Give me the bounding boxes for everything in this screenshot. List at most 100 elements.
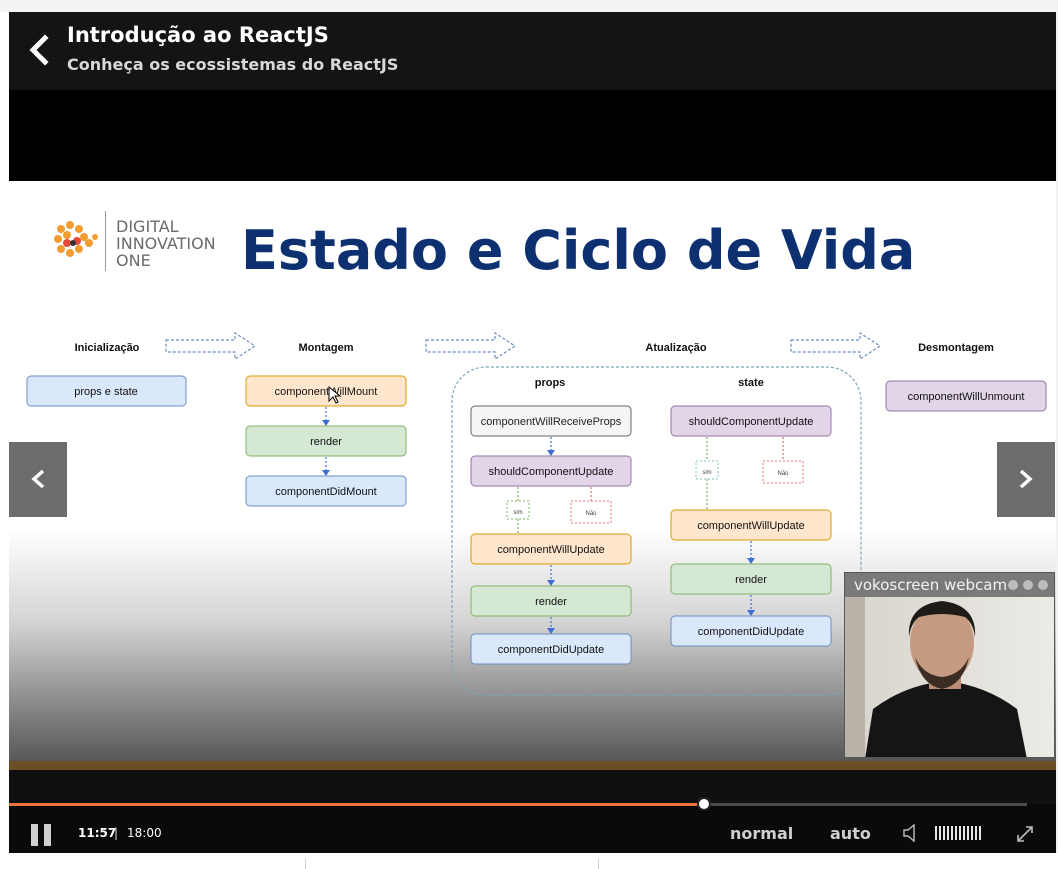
mouse-cursor <box>328 385 342 404</box>
props-box-label: render <box>535 596 567 608</box>
webcam-video <box>845 597 1054 757</box>
mount-box-label: componentDidMount <box>275 486 377 498</box>
phase-arrow <box>165 331 257 361</box>
no-branch <box>762 460 804 484</box>
init-box-label: props e state <box>74 386 138 398</box>
volume-level-bar <box>975 826 977 840</box>
volume-level-bars <box>935 826 981 840</box>
volume-level-bar <box>971 826 973 840</box>
total-duration: 18:00 <box>127 826 162 840</box>
unmount-box <box>885 380 1047 412</box>
volume-button[interactable] <box>902 823 920 843</box>
fullscreen-button[interactable] <box>1015 824 1035 844</box>
lesson-title: Conheça os ecossistemas do ReactJS <box>67 55 399 74</box>
back-icon <box>29 34 49 66</box>
chevron-left-icon <box>31 469 45 489</box>
brand-line: ONE <box>116 251 151 270</box>
bottom-divider <box>598 858 599 869</box>
mount-box <box>245 375 407 407</box>
props-box <box>470 405 632 437</box>
no-label: Não <box>585 511 597 517</box>
bottom-divider <box>305 858 306 869</box>
digital-innovation-one-logo <box>54 221 98 257</box>
volume-level-bar <box>939 826 941 840</box>
props-box-label: componentWillReceiveProps <box>481 416 622 428</box>
phase-arrow <box>425 331 517 361</box>
back-button[interactable] <box>23 30 57 70</box>
page-bottom-strip <box>0 853 1058 869</box>
fullscreen-icon <box>1017 826 1033 842</box>
yes-label: sim <box>513 510 522 516</box>
person-torso <box>865 681 1027 757</box>
player-header: Introdução ao ReactJS Conheça os ecossis… <box>9 12 1056 90</box>
props-label: props <box>535 377 566 389</box>
init-box <box>26 375 187 407</box>
pause-icon <box>31 824 38 846</box>
course-title: Introdução ao ReactJS <box>67 23 329 47</box>
control-bar <box>9 804 1056 853</box>
state-box-label: componentWillUpdate <box>697 520 805 532</box>
lifecycle-diagram: Inicialização Montagem Atualização Desmo… <box>26 331 1047 696</box>
previous-slide-button[interactable] <box>9 442 67 517</box>
volume-level-bar <box>947 826 949 840</box>
brand-line: DIGITAL <box>116 217 179 236</box>
volume-level-bar <box>955 826 957 840</box>
mount-box-label: componentWillMount <box>275 386 378 398</box>
state-box-label: shouldComponentUpdate <box>689 416 814 428</box>
person-face <box>910 603 974 683</box>
webcam-title: vokoscreen webcam <box>854 576 1008 594</box>
logo-divider <box>105 211 106 271</box>
progress-fill <box>9 803 704 806</box>
video-bottom-border <box>9 761 1056 770</box>
slide-title: Estado e Ciclo de Vida <box>241 219 916 282</box>
yes-label: sim <box>702 470 711 476</box>
volume-icon <box>903 823 915 843</box>
volume-slider[interactable] <box>935 825 985 841</box>
next-slide-button[interactable] <box>997 442 1055 517</box>
volume-level-bar <box>951 826 953 840</box>
unmount-box-label: componentWillUnmount <box>908 391 1025 403</box>
volume-level-bar <box>967 826 969 840</box>
phase-arrow <box>790 331 882 361</box>
state-box-label: render <box>735 574 767 586</box>
video-letterbox <box>9 770 1056 804</box>
mount-box-label: render <box>310 436 342 448</box>
webcam-close-button[interactable] <box>1038 580 1048 590</box>
props-box <box>470 533 632 565</box>
state-label: state <box>738 377 764 389</box>
phase-label-mount: Montagem <box>299 342 354 354</box>
webcam-titlebar: vokoscreen webcam <box>845 573 1054 597</box>
props-box-label: componentWillUpdate <box>497 544 605 556</box>
state-box <box>670 405 832 437</box>
brand-name: DIGITAL INNOVATION ONE <box>116 218 216 269</box>
props-box-label: componentDidUpdate <box>498 644 604 656</box>
volume-level-bar <box>963 826 965 840</box>
volume-level-bar <box>943 826 945 840</box>
phase-label-update: Atualização <box>645 342 706 354</box>
quality-button[interactable]: auto <box>830 824 871 843</box>
state-box <box>670 509 832 541</box>
chevron-right-icon <box>1019 469 1033 489</box>
browser-top-strip <box>0 0 1058 12</box>
no-label: Não <box>777 471 789 477</box>
playback-speed-button[interactable]: normal <box>730 824 794 843</box>
current-time: 11:57 <box>78 826 117 840</box>
volume-level-bar <box>935 826 937 840</box>
volume-level-bar <box>959 826 961 840</box>
pause-icon <box>44 824 51 846</box>
brand-line: INNOVATION <box>116 234 216 253</box>
time-separator: | <box>114 826 119 840</box>
update-container <box>451 366 862 696</box>
progress-scrubber[interactable] <box>697 797 711 811</box>
state-box-label: componentDidUpdate <box>698 626 804 638</box>
webcam-minimize-button[interactable] <box>1008 580 1018 590</box>
phase-label-unmount: Desmontagem <box>918 342 994 354</box>
phase-label-init: Inicialização <box>75 342 140 354</box>
pause-button[interactable] <box>31 824 53 846</box>
video-player[interactable]: Introdução ao ReactJS Conheça os ecossis… <box>9 12 1056 853</box>
props-box-label: shouldComponentUpdate <box>489 466 614 478</box>
webcam-overlay: vokoscreen webcam <box>844 572 1055 758</box>
volume-level-bar <box>979 826 981 840</box>
webcam-maximize-button[interactable] <box>1023 580 1033 590</box>
right-page-edge <box>1056 12 1058 853</box>
